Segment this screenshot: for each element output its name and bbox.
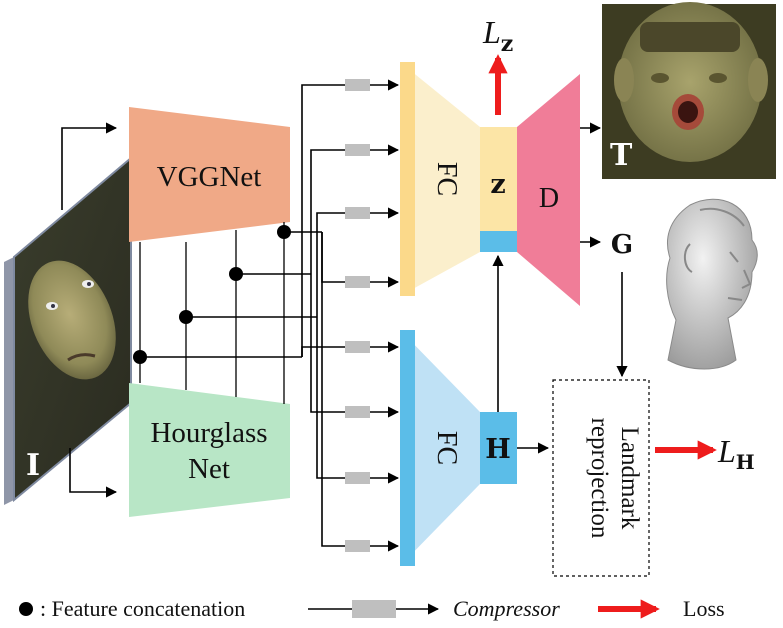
legend-loss-label: Loss	[683, 596, 725, 621]
fc-top-block	[400, 62, 480, 296]
input-pupil-right	[87, 282, 91, 286]
input-mouth	[67, 353, 96, 362]
texture-ear-right	[748, 58, 768, 102]
legend-compressor-box	[352, 600, 396, 618]
geometry-eye	[729, 251, 739, 263]
loss-z-label: Lz	[482, 14, 513, 57]
concat-dot	[133, 350, 147, 364]
texture-eye-right	[709, 73, 727, 83]
legend-compressor-label: Compressor	[453, 596, 560, 621]
compressor	[345, 276, 400, 288]
input-image-edge	[4, 257, 14, 505]
fc-top-label: FC	[431, 162, 462, 196]
input-pupil-left	[51, 304, 55, 308]
landmark-label-line2: reprojection	[586, 418, 613, 539]
compressor	[345, 341, 400, 353]
decoder-label: D	[539, 183, 559, 214]
input-label: I	[26, 448, 40, 483]
texture-mouth-inner	[678, 101, 698, 123]
concat-lines	[140, 231, 322, 358]
z-label: z	[490, 169, 505, 200]
concat-dot	[179, 310, 193, 324]
geometry-hairline	[699, 207, 745, 227]
input-face	[28, 260, 116, 380]
h-box	[480, 412, 517, 484]
loss-z-main: L	[482, 14, 501, 50]
texture-eye-left	[651, 73, 669, 83]
texture-image: T	[602, 2, 776, 179]
concat-dot	[277, 225, 291, 239]
decoder-block	[517, 74, 580, 306]
landmark-label-line1: Landmark	[616, 427, 643, 530]
fc-top-input-edge	[400, 62, 415, 296]
geometry-mouth	[727, 297, 743, 301]
input-to-hourglass-arrow	[69, 448, 118, 498]
concat-dot	[229, 267, 243, 281]
hourglass-block	[129, 383, 290, 517]
vggnet-label: VGGNet	[157, 161, 262, 193]
input-to-vgg-arrow	[61, 122, 118, 210]
hourglass-label-line1: Hourglass	[150, 417, 267, 449]
vggnet-block	[129, 107, 290, 242]
z-latent-bar	[480, 231, 517, 252]
geometry-nose	[741, 269, 752, 289]
bus-lines	[301, 84, 345, 547]
z-latent-box	[480, 127, 517, 231]
fc-bottom-input-edge	[400, 330, 415, 566]
compressor	[345, 79, 400, 91]
h-label: H	[485, 434, 511, 465]
compressor	[345, 540, 400, 552]
geometry-ear	[684, 243, 693, 273]
compressor	[345, 144, 400, 156]
texture-hair	[640, 22, 740, 52]
fc-bottom-label: FC	[431, 431, 462, 465]
texture-label: T	[610, 138, 633, 173]
concat-dots	[133, 225, 291, 364]
loss-h-main: L	[717, 433, 736, 469]
input-connections	[61, 122, 118, 498]
legend: : Feature concatenation Compressor Loss	[19, 596, 725, 621]
legend-concat-label: : Feature concatenation	[40, 596, 245, 621]
fc-bottom-block	[400, 330, 480, 566]
feature-taps	[139, 222, 285, 404]
compressors	[345, 79, 400, 552]
landmark-reprojection-box	[552, 379, 650, 577]
loss-h-label: LH	[717, 433, 755, 474]
loss-h-sub: H	[736, 450, 755, 474]
geometry-render	[666, 198, 758, 370]
input-image: I	[4, 155, 132, 505]
texture-ear-left	[614, 58, 634, 102]
compressor	[345, 406, 400, 418]
compressor	[345, 207, 400, 219]
geometry-head	[666, 198, 758, 370]
hourglass-label-line2: Net	[188, 453, 230, 485]
compressor	[345, 472, 400, 484]
geometry-label: G	[611, 230, 633, 260]
legend-concat-dot	[19, 602, 33, 616]
loss-z-sub: z	[501, 31, 514, 57]
